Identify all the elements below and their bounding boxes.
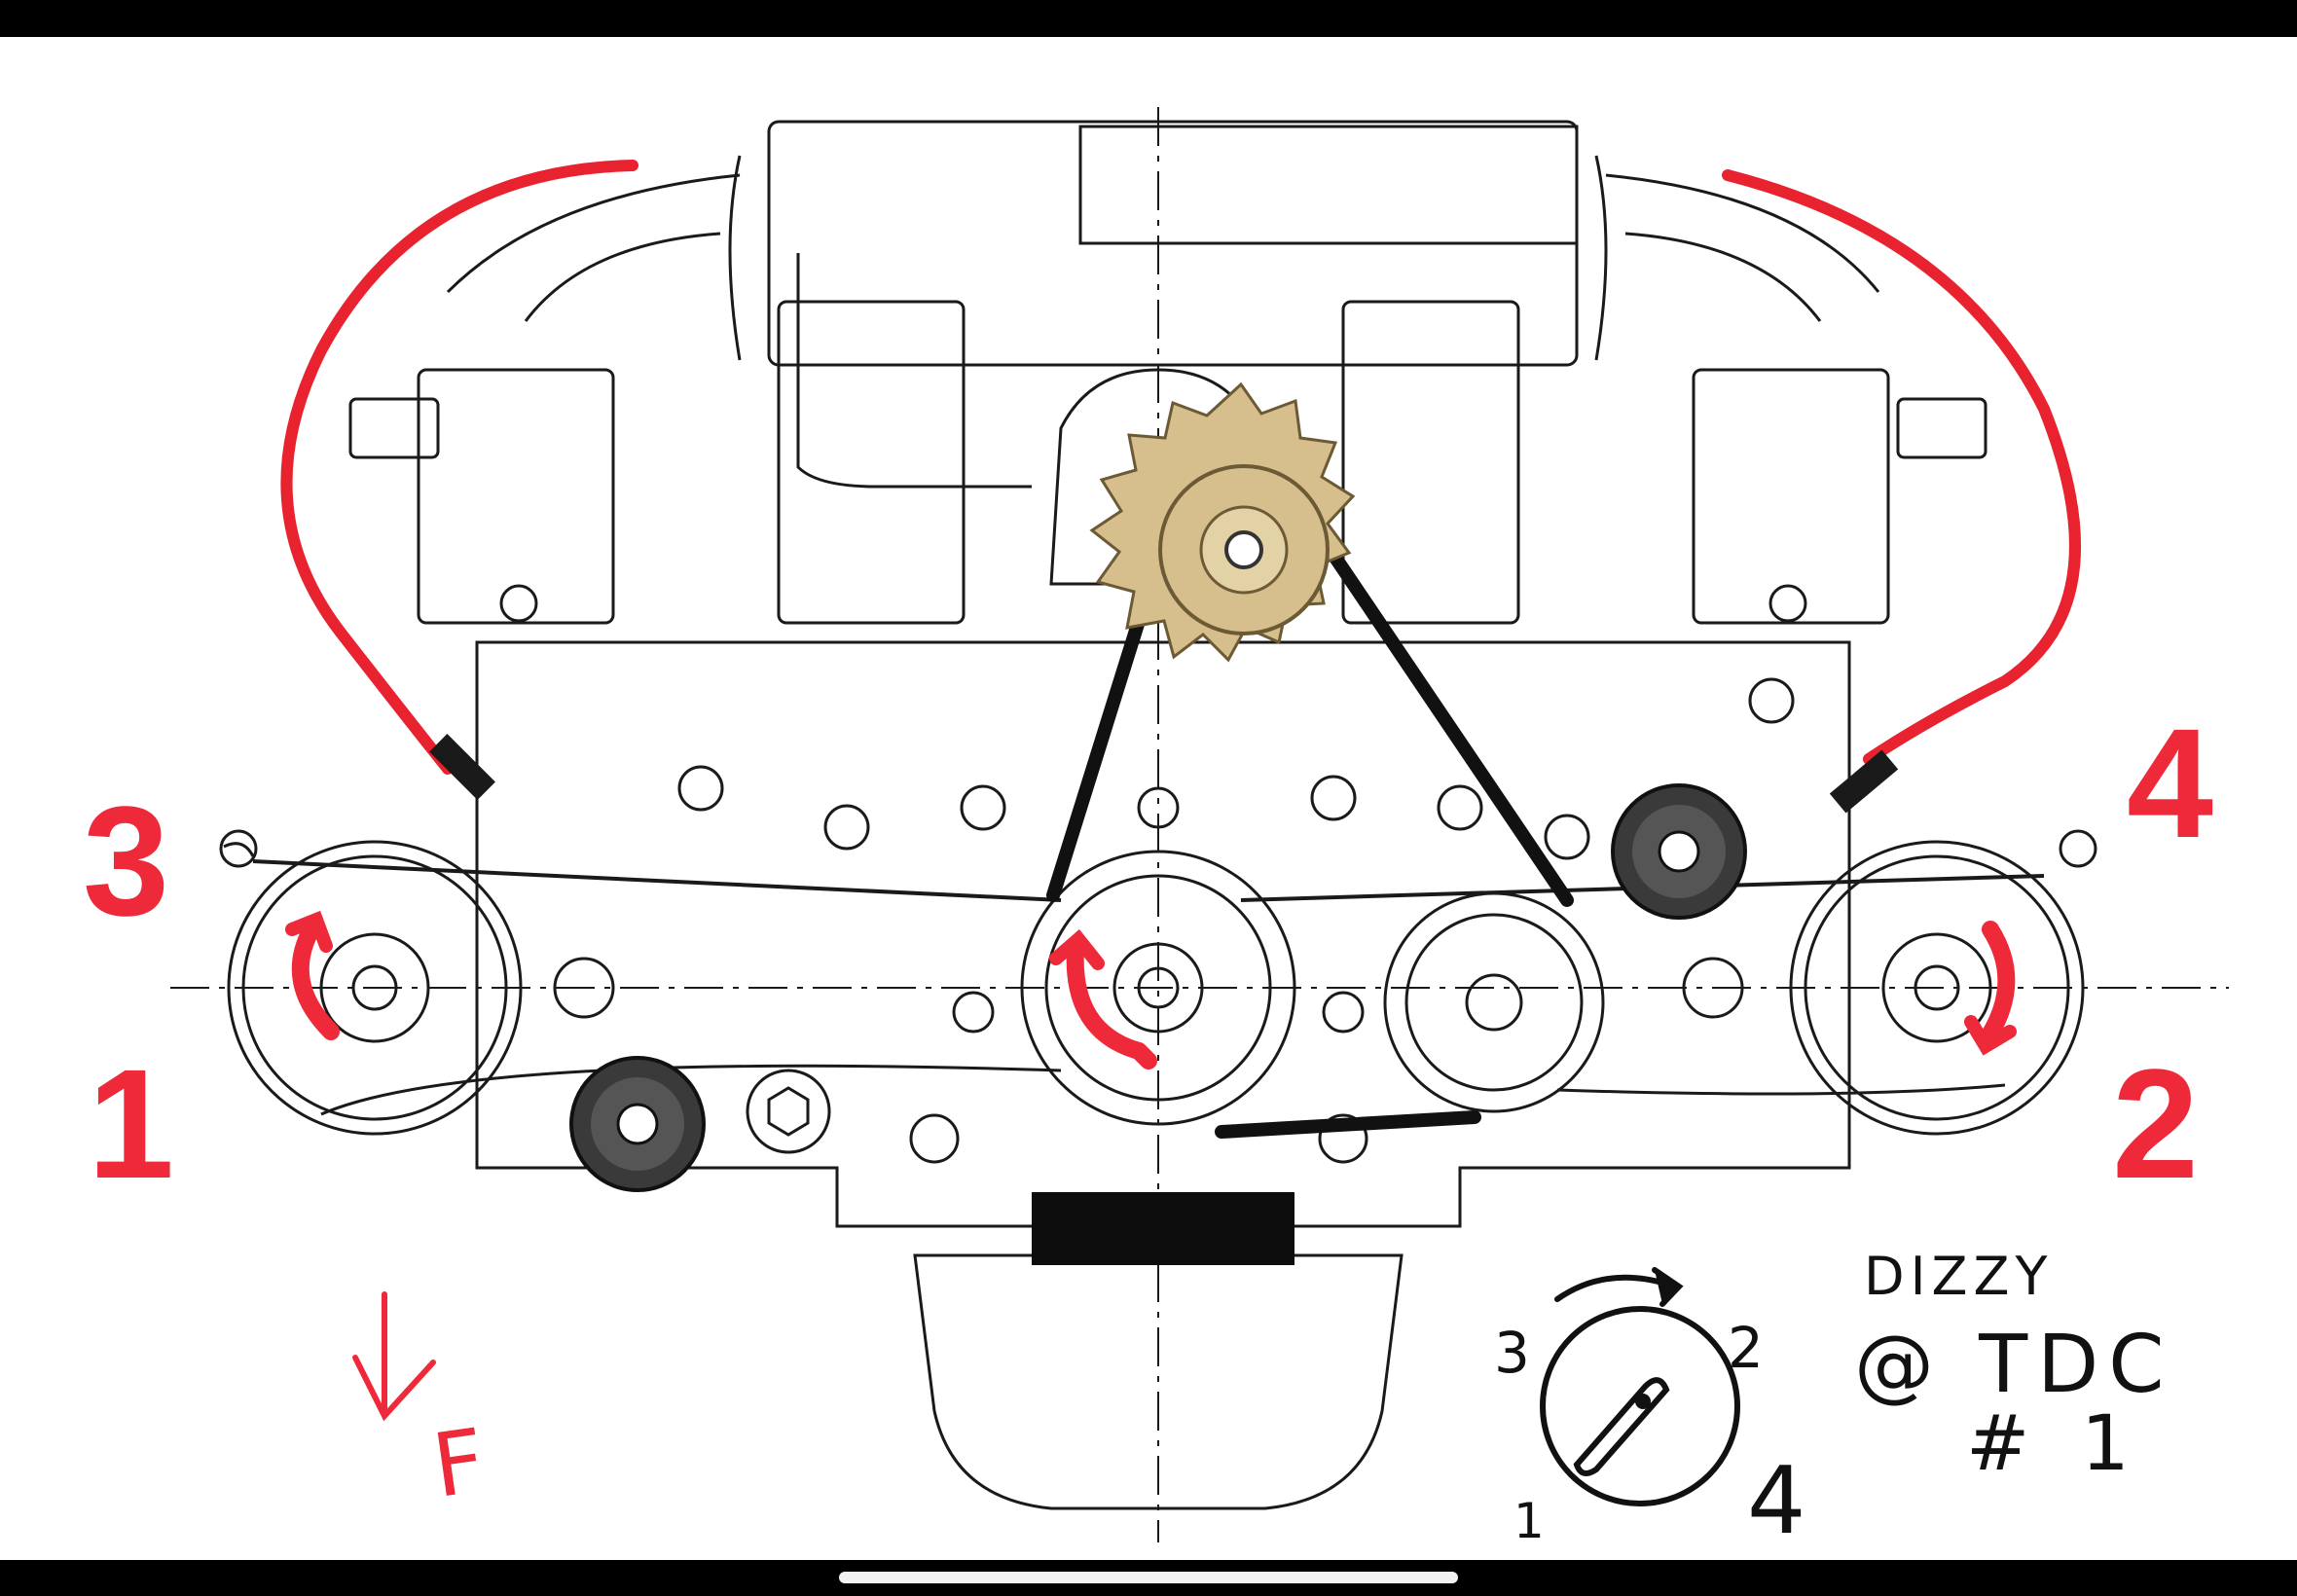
home-indicator[interactable] (839, 1572, 1458, 1583)
rotation-arrows (285, 910, 2017, 1070)
curved-arrow-icon (285, 910, 340, 1040)
firing-position-3: 3 (1494, 1320, 1530, 1386)
distributor-title: DIZZY (1864, 1246, 2053, 1307)
curved-arrow-icon (1554, 1267, 1684, 1307)
cylinder-label-2: 2 (2112, 1036, 2199, 1211)
drive-belts (1046, 548, 1574, 1139)
curved-arrow-icon (1964, 921, 2017, 1056)
plug-wire-left (280, 160, 638, 775)
cylinder-label-1: 1 (88, 1036, 174, 1211)
down-arrow-icon (352, 1291, 436, 1422)
distributor-sketch: 3 2 1 4 (1494, 1267, 1805, 1555)
belt-left-run (1046, 567, 1160, 902)
plug-wire-boots (429, 734, 1899, 814)
plug-wire-right (1722, 169, 2081, 765)
alternator-fan (1089, 381, 1356, 663)
firing-position-4: 4 (1747, 1448, 1805, 1555)
idler-pulley-upper (1611, 783, 1747, 920)
spark-plug-wires (280, 160, 2081, 775)
sump-plate (1032, 1192, 1294, 1265)
curved-arrow-icon (1049, 928, 1157, 1070)
cylinder-label-3: 3 (83, 774, 169, 948)
belt-bottom-run (1215, 1110, 1481, 1139)
distributor-note-tdc: @ TDC (1854, 1319, 2174, 1411)
belt-right-run (1327, 548, 1574, 907)
firing-position-2: 2 (1728, 1315, 1764, 1381)
distributor-note-cylinder: # 1 (1966, 1400, 2143, 1488)
distributor-rotor-icon (1573, 1377, 1670, 1476)
distributor-cap (1540, 1306, 1740, 1506)
idler-pulley-lower (569, 1056, 706, 1192)
firing-position-1: 1 (1513, 1493, 1545, 1549)
cylinder-label-4: 4 (2127, 696, 2213, 870)
